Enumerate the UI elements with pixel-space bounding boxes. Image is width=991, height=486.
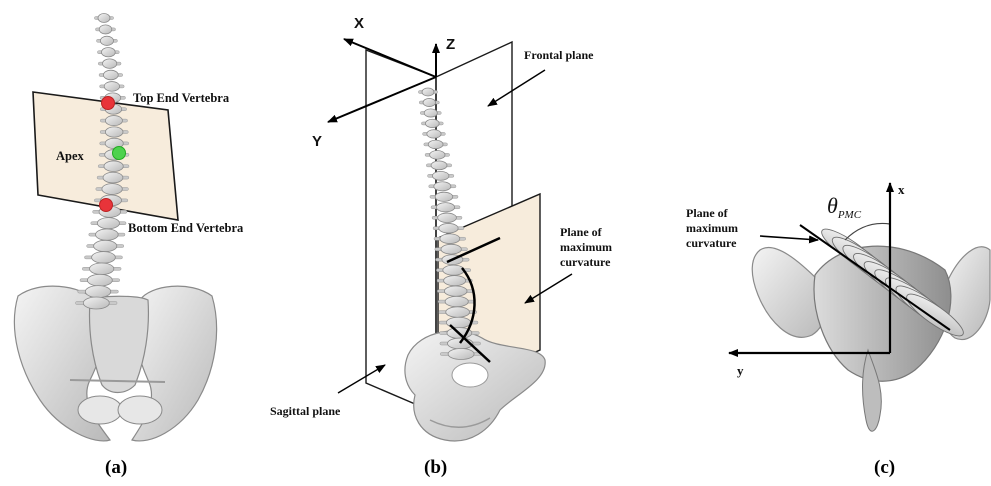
vertebra-b-21 <box>445 296 468 306</box>
vertebra-b-6 <box>428 140 443 149</box>
label-plane-of-max-curvature-c-3: curvature <box>686 236 737 250</box>
vertebra-b-11 <box>435 192 453 201</box>
vertebra-a-21 <box>94 240 117 251</box>
vertebra-b-7 <box>430 151 445 160</box>
label-plane-of-max-curvature-b-3: curvature <box>560 255 611 269</box>
axis-label-y-c: y <box>737 363 744 378</box>
vertebra-a-26 <box>83 297 109 309</box>
vertebra-a-23 <box>90 263 114 275</box>
caption-a: (a) <box>105 457 127 478</box>
vertebra-b-4 <box>425 119 439 127</box>
vertebra-b-18 <box>443 265 465 275</box>
vertebra-b-8 <box>431 161 447 170</box>
label-plane-of-max-curvature-c-1: Plane of <box>686 206 729 220</box>
vertebra-b-9 <box>432 171 448 180</box>
caption-c: (c) <box>874 457 895 478</box>
theta-subscript: PMC <box>837 209 862 221</box>
label-apex: Apex <box>56 149 85 163</box>
vertebra-b-19 <box>444 276 466 286</box>
axis-label-z: Z <box>446 36 455 53</box>
label-plane-of-max-curvature-c-2: maximum <box>686 221 738 235</box>
vertebra-b-5 <box>427 130 441 138</box>
label-bottom-end-vertebra: Bottom End Vertebra <box>128 221 244 235</box>
vertebra-a-24 <box>87 274 112 286</box>
vertebra-a-14 <box>104 161 123 172</box>
x-axis <box>344 39 436 77</box>
label-plane-of-max-curvature-b-1: Plane of <box>560 225 603 239</box>
vertebra-a-19 <box>97 218 119 229</box>
label-frontal-plane: Frontal plane <box>524 48 594 62</box>
vertebra-a-15 <box>103 172 123 183</box>
axis-label-x-c: x <box>898 182 905 197</box>
axis-label-x: X <box>354 15 364 32</box>
label-top-end-vertebra: Top End Vertebra <box>133 91 230 105</box>
vertebra-b-22 <box>446 307 470 318</box>
vertebra-a-22 <box>92 252 116 264</box>
caption-b: (b) <box>424 457 447 478</box>
vertebra-b-3 <box>424 109 437 117</box>
vertebra-a-7 <box>104 82 119 92</box>
vertebra-a-20 <box>96 229 119 240</box>
vertebra-b-1 <box>422 88 434 96</box>
vertebra-b-15 <box>440 234 460 244</box>
vertebra-a-4 <box>102 48 116 57</box>
vertebra-a-3 <box>100 36 113 45</box>
vertebra-b-12 <box>436 203 454 212</box>
axis-label-y: Y <box>312 133 322 150</box>
panel-a: Top End Vertebra Apex Bottom End Vertebr… <box>14 14 244 479</box>
bottom-end-vertebra-marker <box>100 199 113 212</box>
vertebra-a-1 <box>98 14 110 23</box>
label-sagittal-plane: Sagittal plane <box>270 404 341 418</box>
vertebra-b-14 <box>439 223 458 233</box>
vertebra-b-20 <box>444 286 467 296</box>
frontal-plane-pointer <box>488 70 545 106</box>
apex-marker <box>113 147 126 160</box>
vertebra-b-13 <box>438 213 457 222</box>
vertebra-a-5 <box>103 59 117 68</box>
theta-pmc-label: θPMC <box>827 193 862 221</box>
top-end-vertebra-marker <box>102 97 115 110</box>
plane-of-max-curvature-pointer-c <box>760 236 818 240</box>
vertebra-a-16 <box>102 184 122 195</box>
panel-c: x y θPMC Plane of maximum curvature (c) <box>686 182 990 478</box>
vertebra-a-6 <box>103 70 118 80</box>
theta-angle-arc <box>845 223 890 240</box>
vertebra-a-10 <box>105 116 122 126</box>
pelvis-illustration-a <box>14 286 216 441</box>
label-plane-of-max-curvature-b-2: maximum <box>560 240 612 254</box>
vertebra-a-11 <box>105 127 123 137</box>
y-axis <box>328 77 436 122</box>
vertebra-b-26 <box>448 349 474 360</box>
vertebra-a-2 <box>99 25 112 34</box>
theta-symbol: θ <box>827 193 838 218</box>
panel-b: X Z Y Frontal plane Plane of maximum cur… <box>270 15 612 478</box>
vertebra-b-10 <box>434 182 451 191</box>
vertebra-b-16 <box>441 244 461 254</box>
vertebra-a-25 <box>85 286 110 298</box>
vertebra-b-2 <box>423 98 436 106</box>
